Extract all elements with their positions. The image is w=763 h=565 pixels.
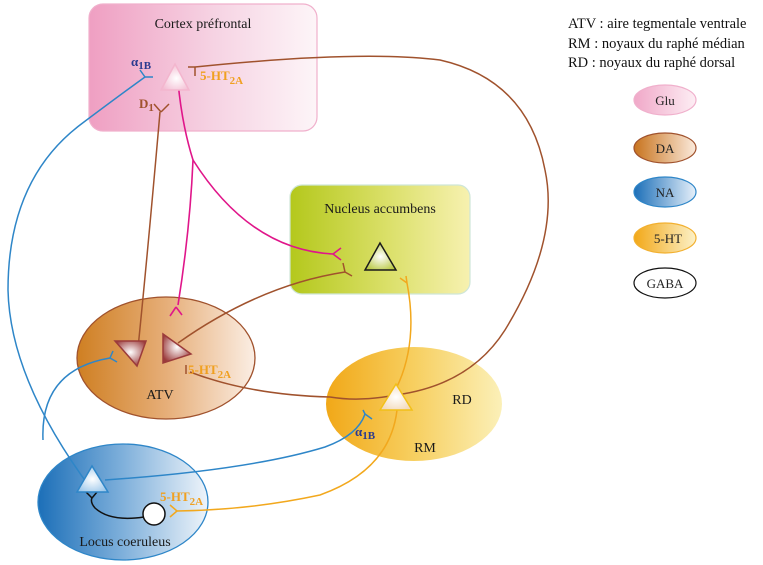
cortex-label: Cortex préfrontal bbox=[155, 17, 252, 32]
key-5ht: 5-HT bbox=[633, 222, 697, 254]
pathway-cortex-to-nac-glu bbox=[192, 159, 342, 261]
pathway-gaba-interneuron bbox=[85, 491, 145, 520]
region-cortex-prefrontal: Cortex préfrontal bbox=[88, 3, 318, 132]
lc-neuron bbox=[75, 464, 110, 493]
receptor-d1-cortex: D1 bbox=[139, 96, 154, 114]
key-glu: Glu bbox=[633, 84, 697, 116]
region-raphe: RD RM bbox=[326, 347, 502, 461]
abbrev-rd: RD : noyaux du raphé dorsal bbox=[568, 55, 735, 71]
atv-neuron-left bbox=[113, 340, 148, 368]
receptor-alpha1b-raphe: α1B bbox=[355, 424, 376, 442]
pathway-cortex-to-atv-glu bbox=[169, 81, 194, 317]
pathway-raphe-to-atv bbox=[185, 365, 331, 398]
nac-neuron bbox=[363, 241, 398, 271]
atv-neuron-right bbox=[162, 332, 193, 365]
abbrev-atv: ATV : aire tegmentale ventrale bbox=[568, 16, 747, 32]
pathway-atv-to-cortex-d1 bbox=[136, 103, 170, 359]
key-glu-label: Glu bbox=[655, 93, 675, 108]
cortex-pyramidal-neuron bbox=[159, 62, 191, 91]
pathway-lc-to-atv-na bbox=[42, 350, 118, 441]
abbreviation-legend: ATV : aire tegmentale ventrale RM : noya… bbox=[568, 16, 747, 71]
key-5ht-label: 5-HT bbox=[654, 231, 682, 246]
rd-label: RD bbox=[452, 393, 471, 408]
gaba-interneuron bbox=[142, 502, 166, 526]
receptor-5ht2a-cortex: 5-HT2A bbox=[200, 68, 243, 87]
atv-label: ATV bbox=[146, 388, 173, 403]
pathway-lc-to-raphe-na bbox=[104, 409, 373, 481]
key-da: DA bbox=[633, 132, 697, 164]
nac-label: Nucleus accumbens bbox=[324, 202, 436, 217]
key-gaba: GABA bbox=[633, 267, 697, 299]
key-da-label: DA bbox=[656, 141, 675, 156]
region-nucleus-accumbens: Nucleus accumbens bbox=[289, 184, 471, 295]
key-na: NA bbox=[633, 176, 697, 208]
receptor-5ht2a-atv: 5-HT2A bbox=[188, 362, 231, 381]
rm-label: RM bbox=[414, 441, 436, 456]
pathway-lc-to-cortex-na bbox=[7, 69, 153, 491]
color-key: Glu DA NA 5-HT GABA bbox=[633, 84, 697, 299]
receptor-5ht2a-lc: 5-HT2A bbox=[160, 489, 203, 508]
raphe-neuron bbox=[378, 382, 414, 411]
pathway-atv-to-nac-da bbox=[177, 262, 353, 344]
abbrev-rm: RM : noyaux du raphé médian bbox=[568, 36, 746, 52]
key-gaba-label: GABA bbox=[647, 276, 684, 291]
key-na-label: NA bbox=[656, 185, 675, 200]
receptor-alpha1b-cortex: α1B bbox=[131, 54, 152, 72]
pathway-raphe-to-lc-5ht bbox=[169, 409, 398, 518]
lc-label: Locus coeruleus bbox=[79, 535, 170, 550]
